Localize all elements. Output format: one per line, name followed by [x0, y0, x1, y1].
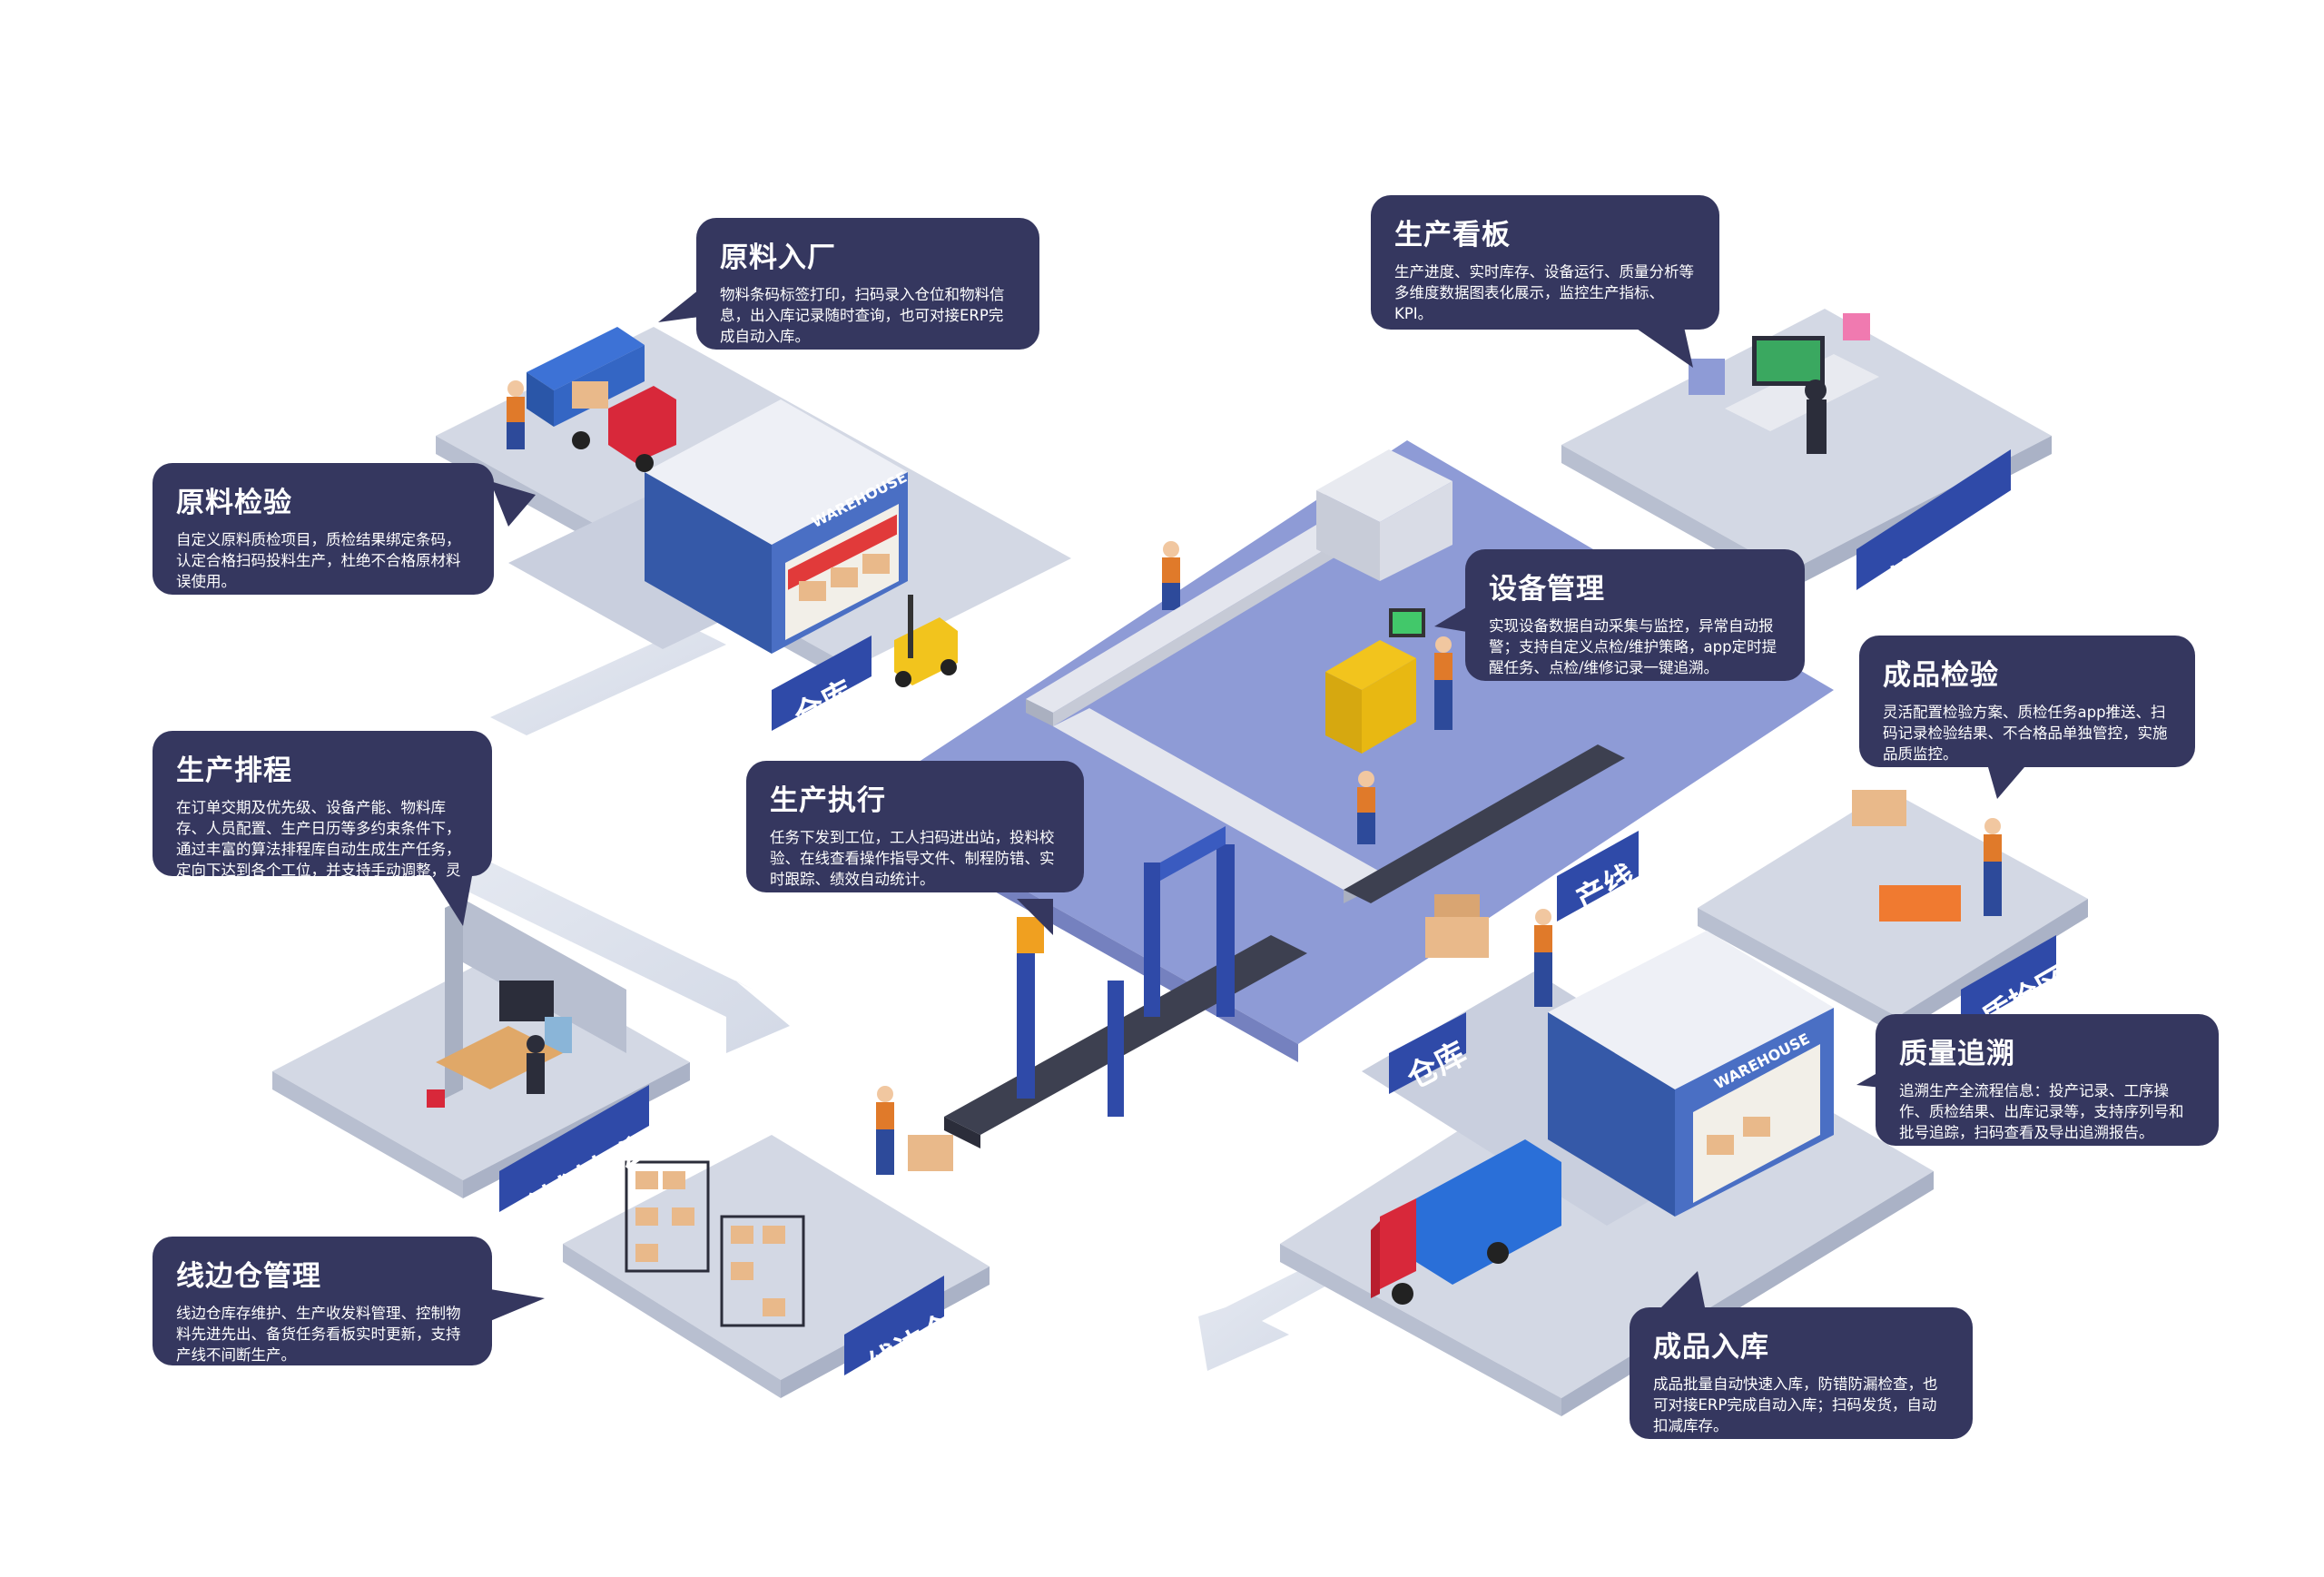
- callout-text: 线边仓库存维护、生产收发料管理、控制物料先进先出、备货任务看板实时更新，支持产线…: [176, 1305, 461, 1364]
- plan-office-room: [427, 899, 626, 1108]
- worker-4: [1357, 771, 1375, 844]
- callout-text: 追溯生产全流程信息：投产记录、工序操作、质检结果、出库记录等，支持序列号和批号追…: [1899, 1082, 2184, 1141]
- callout-title: 生产排程: [176, 754, 292, 787]
- worker-7: [876, 1086, 894, 1175]
- workers: [507, 380, 2002, 1175]
- callout-title: 生产看板: [1394, 219, 1511, 251]
- truck-left: [527, 327, 676, 472]
- callout-text: 物料条码标签打印，扫码录入仓位和物料信息，出入库记录随时查询，也可对接ERP完成…: [720, 286, 1005, 345]
- pallets: [908, 790, 1961, 1171]
- callout-finished-in: 成品入库 成品批量自动快速入库，防错防漏检查，也可对接ERP完成自动入库；扫码发…: [1630, 1307, 1973, 1439]
- callout-text: 自定义原料质检项目，质检结果绑定条码，认定合格扫码投料生产，杜绝不合格原材料误使…: [176, 531, 461, 590]
- worker-6: [1984, 818, 2002, 916]
- callout-traceability: 质量追溯 追溯生产全流程信息：投产记录、工序操作、质检结果、出库记录等，支持序列…: [1876, 1014, 2219, 1146]
- mgmt-desk: [1689, 313, 1879, 454]
- tunnel-machine: [1316, 449, 1452, 581]
- callout-equipment: 设备管理 实现设备数据自动采集与监控，异常自动报警；支持自定义点检/维护策略，a…: [1465, 549, 1805, 681]
- worker-3: [1434, 636, 1452, 730]
- callout-raw-material-in: 原料入厂 物料条码标签打印，扫码录入仓位和物料信息，出入库记录随时查询，也可对接…: [696, 218, 1039, 350]
- callout-text: 灵活配置检验方案、质检任务app推送、扫码记录检验结果、不合格品单独管控，实施品…: [1883, 704, 2168, 763]
- equipment-station: [1325, 608, 1425, 754]
- callout-title: 质量追溯: [1899, 1038, 2015, 1070]
- callout-text: 任务下发到工位，工人扫码进出站，投料校验、在线查看操作指导文件、制程防错、实时跟…: [770, 829, 1055, 888]
- callout-title: 成品检验: [1883, 659, 1999, 692]
- callout-raw-material-qc: 原料检验 自定义原料质检项目，质检结果绑定条码，认定合格扫码投料生产，杜绝不合格…: [153, 463, 494, 595]
- callout-title: 原料入厂: [720, 241, 836, 274]
- shelves: [625, 1160, 805, 1327]
- callout-text: 实现设备数据自动采集与监控，异常自动报警；支持自定义点检/维护策略，app定时提…: [1489, 617, 1777, 676]
- callout-text: 生产进度、实时库存、设备运行、质量分析等多维度数据图表化展示，监控生产指标、KP…: [1394, 263, 1694, 322]
- warehouse-left-building: WAREHOUSE: [645, 399, 910, 654]
- callout-title: 生产执行: [770, 784, 886, 817]
- callout-text: 在订单交期及优先级、设备产能、物料库存、人员配置、生产日历等多约束条件下，通过丰…: [176, 799, 461, 900]
- worker-5: [1534, 909, 1552, 1007]
- callout-scheduling: 生产排程 在订单交期及优先级、设备产能、物料库存、人员配置、生产日历等多约束条件…: [153, 731, 492, 900]
- callout-finished-qc: 成品检验 灵活配置检验方案、质检任务app推送、扫码记录检验结果、不合格品单独管…: [1859, 636, 2195, 767]
- callout-execution: 生产执行 任务下发到工位，工人扫码进出站，投料校验、在线查看操作指导文件、制程防…: [746, 761, 1084, 892]
- worker-2: [1162, 541, 1180, 610]
- callout-title: 线边仓管理: [176, 1260, 321, 1293]
- callout-title: 原料检验: [176, 487, 292, 519]
- truck-right: [1371, 1139, 1561, 1305]
- callout-line-side-warehouse: 线边仓管理 线边仓库存维护、生产收发料管理、控制物料先进先出、备货任务看板实时更…: [153, 1237, 492, 1365]
- callout-title: 成品入库: [1653, 1331, 1769, 1364]
- worker-1: [507, 380, 525, 449]
- callout-production-board: 生产看板 生产进度、实时库存、设备运行、质量分析等多维度数据图表化展示，监控生产…: [1371, 195, 1719, 330]
- callout-text: 成品批量自动快速入库，防错防漏检查，也可对接ERP完成自动入库；扫码发货，自动扣…: [1653, 1375, 1938, 1434]
- callout-title: 设备管理: [1489, 573, 1605, 606]
- press-machine: [1017, 826, 1235, 1117]
- warehouse-right-building: WAREHOUSE: [1548, 931, 1834, 1217]
- forklift: [894, 595, 958, 687]
